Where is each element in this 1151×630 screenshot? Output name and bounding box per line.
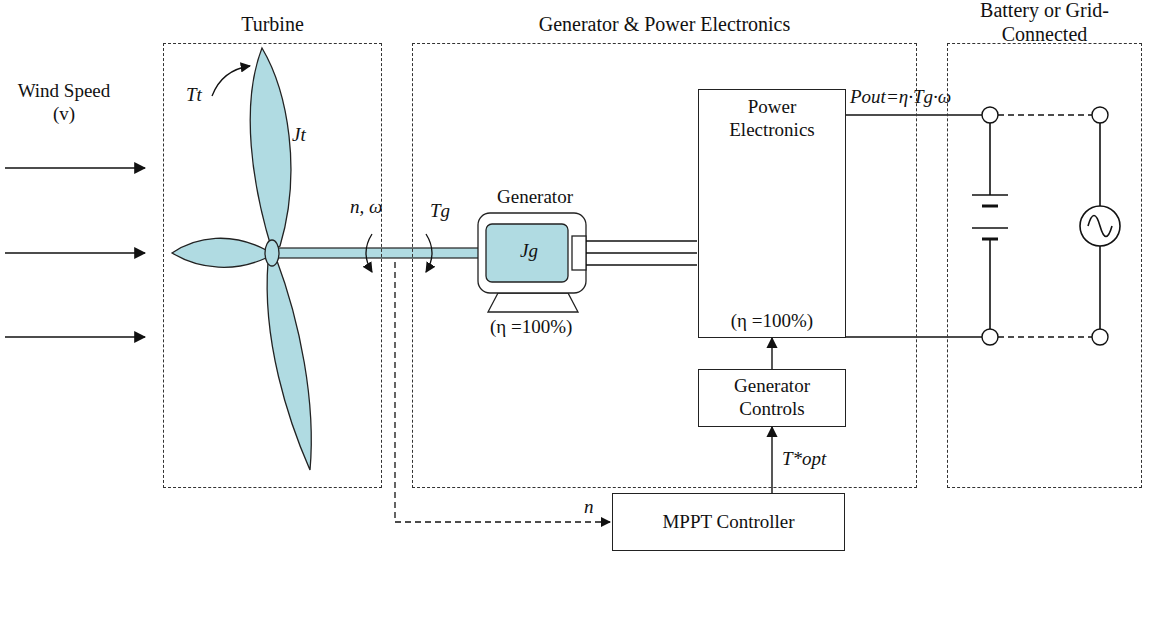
signal-arrow [771, 427, 772, 493]
part-name: Generator [497, 186, 573, 209]
drawing-part [972, 194, 1008, 196]
drawing-part [488, 293, 578, 312]
drawing-part [250, 48, 291, 250]
drawing-part [212, 66, 250, 96]
output-wires [845, 107, 1108, 345]
speed-symbol: n, ω [350, 196, 382, 219]
drawing-part [267, 258, 311, 470]
drawing-part [982, 329, 998, 345]
wind-arrows [5, 168, 145, 337]
drawing-part [845, 114, 982, 115]
box-text: Generator Controls [716, 375, 828, 421]
drawing-part [5, 167, 145, 169]
generator-region: Generator & Power ElectronicsPower Elect… [412, 43, 917, 488]
drawing-part [5, 336, 145, 338]
power-electronics-box: Power Electronics (η =100%) [698, 89, 846, 338]
drawing-part [972, 227, 1008, 229]
box-text: MPPT Controller [662, 511, 794, 534]
drawing-part [572, 236, 586, 270]
drawing-part [265, 240, 279, 266]
drawing-part [845, 336, 982, 337]
drawing-part [982, 205, 998, 208]
three-phase-wires [586, 241, 697, 265]
region-heading: Battery or Grid-Connected [971, 0, 1119, 46]
drawing-part [478, 213, 586, 293]
drawing-part [426, 234, 432, 272]
inertia-symbol: Jt [292, 124, 306, 147]
drawing-part [1080, 206, 1120, 246]
power-formula: Pout=η·Tg·ω [850, 86, 951, 109]
signal-name: n [584, 496, 594, 519]
turbine-region: Turbine [163, 43, 382, 488]
drawing-part [172, 238, 266, 267]
drawing-part [998, 336, 1092, 337]
edge-label: T*opt [782, 448, 826, 471]
drawing-part [982, 107, 998, 123]
torque-symbol: Tg [430, 200, 450, 223]
speed-feedback-line [395, 262, 610, 522]
efficiency-note: (η =100%) [490, 316, 572, 339]
turbine-blades [172, 48, 311, 470]
drawing-part [5, 252, 145, 254]
drawing-part [989, 239, 991, 329]
drawing-part [278, 248, 484, 258]
ac-source-symbol [1080, 123, 1120, 329]
generator-symbol [478, 213, 586, 312]
drawing-part [486, 224, 568, 282]
drawing-part [1099, 123, 1101, 206]
drawing-part [366, 234, 372, 272]
inertia-symbol: Jg [520, 240, 538, 263]
mppt-box: MPPT Controller [612, 493, 845, 551]
signal-arrow [771, 338, 772, 369]
region-heading: Generator & Power Electronics [393, 12, 936, 36]
torque-symbol: Tt [186, 84, 202, 107]
drawing-part [586, 264, 697, 265]
turbine-shaft [278, 248, 484, 258]
torque-arrows [212, 66, 432, 272]
drawing-part [989, 123, 991, 195]
drawing-part [998, 114, 1092, 115]
region-heading: Turbine [144, 12, 401, 36]
controls-box: Generator Controls [698, 369, 846, 427]
drawing-part [1092, 329, 1108, 345]
wind-speed-label: Wind Speed (v) [8, 80, 120, 126]
drawing-part [1099, 246, 1101, 329]
box-text: Power Electronics [716, 96, 828, 142]
drawing-part [1092, 107, 1108, 123]
drawing-part [395, 262, 610, 522]
drawing-part [586, 240, 697, 241]
output-region: Battery or Grid-Connected [947, 43, 1142, 488]
battery-symbol [972, 123, 1008, 329]
drawing-part [1088, 216, 1112, 237]
box-text: (η =100%) [731, 310, 813, 333]
drawing-part [586, 252, 697, 253]
